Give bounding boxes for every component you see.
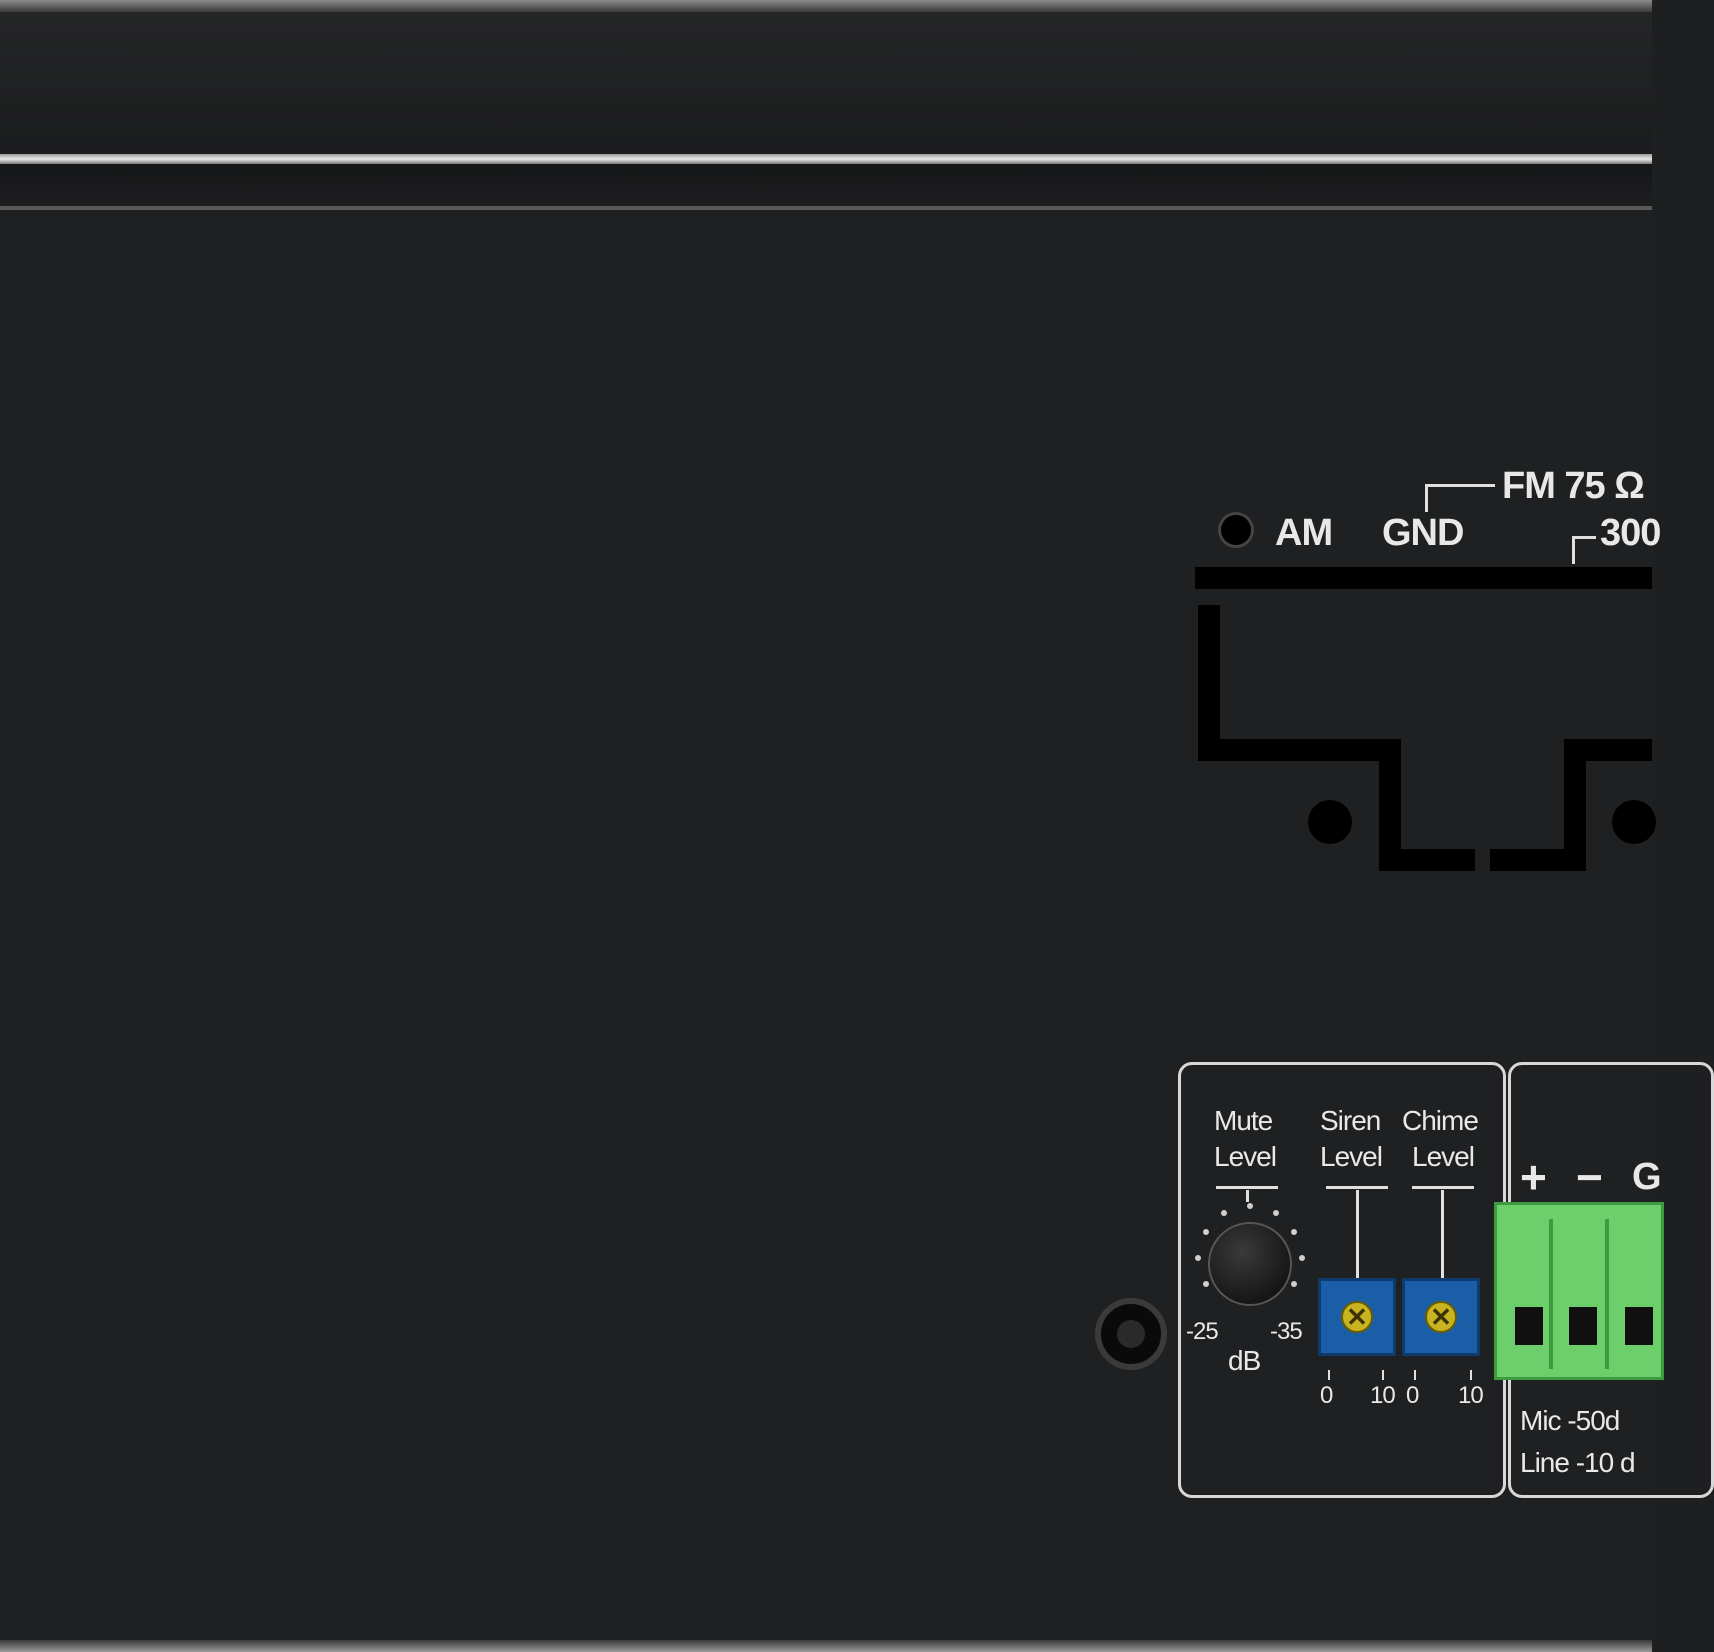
mic-sensitivity-label: Mic -50d bbox=[1520, 1405, 1620, 1436]
mute-db-high: -35 bbox=[1270, 1318, 1303, 1345]
chime-scale-max: 10 bbox=[1458, 1382, 1484, 1409]
antenna-screw-right bbox=[1612, 800, 1656, 844]
am-label: AM bbox=[1275, 512, 1333, 554]
terminal-divider-2 bbox=[1605, 1219, 1609, 1369]
siren-level-trimpot[interactable]: ✕ bbox=[1318, 1278, 1396, 1356]
siren-trimpot-screw: ✕ bbox=[1341, 1301, 1373, 1333]
siren-scale-min: 0 bbox=[1320, 1382, 1333, 1409]
fm-bracket-v bbox=[1425, 484, 1428, 512]
terminal-slot-minus[interactable] bbox=[1569, 1307, 1597, 1345]
chime-underline bbox=[1412, 1186, 1474, 1189]
rail-highlight bbox=[0, 154, 1652, 164]
terminal-divider-1 bbox=[1549, 1219, 1553, 1369]
mute-level-knob[interactable] bbox=[1208, 1222, 1292, 1306]
mute-underline bbox=[1216, 1186, 1278, 1189]
top-band bbox=[0, 12, 1652, 154]
mute-tick bbox=[1246, 1190, 1249, 1202]
chime-scale-min: 0 bbox=[1406, 1382, 1419, 1409]
mute-label: Mute bbox=[1214, 1105, 1273, 1136]
siren-tick-min bbox=[1328, 1370, 1330, 1380]
fm300-bracket-h bbox=[1572, 536, 1596, 539]
line-sensitivity-label: Line -10 d bbox=[1520, 1447, 1636, 1478]
chime-stem bbox=[1441, 1190, 1444, 1278]
terminal-slot-plus[interactable] bbox=[1515, 1307, 1543, 1345]
siren-label: Siren bbox=[1320, 1105, 1381, 1136]
terminal-g-label: G bbox=[1632, 1156, 1662, 1198]
chime-trimpot-screw: ✕ bbox=[1425, 1301, 1457, 1333]
siren-trimpot-slot-icon: ✕ bbox=[1346, 1302, 1368, 1332]
top-trim bbox=[0, 0, 1652, 12]
chime-level-trimpot[interactable]: ✕ bbox=[1402, 1278, 1480, 1356]
mute-db-low: -25 bbox=[1186, 1318, 1219, 1345]
rail-lower bbox=[0, 164, 1652, 210]
antenna-cutout bbox=[1195, 567, 1652, 871]
bottom-trim bbox=[0, 1640, 1652, 1652]
terminal-slot-ground[interactable] bbox=[1625, 1307, 1653, 1345]
mic-line-terminal-block[interactable] bbox=[1494, 1202, 1664, 1380]
mute-level-label: Level bbox=[1214, 1141, 1277, 1172]
siren-scale-max: 10 bbox=[1370, 1382, 1396, 1409]
terminal-minus-label: − bbox=[1576, 1151, 1603, 1203]
siren-tick-max bbox=[1382, 1370, 1384, 1380]
input-jack-center bbox=[1117, 1320, 1145, 1348]
siren-level-label: Level bbox=[1320, 1141, 1383, 1172]
fm-bracket-h bbox=[1425, 484, 1495, 487]
terminal-plus-label: + bbox=[1520, 1151, 1547, 1203]
chime-tick-max bbox=[1470, 1370, 1472, 1380]
fm-label: FM 75 Ω bbox=[1502, 465, 1645, 507]
chime-trimpot-slot-icon: ✕ bbox=[1430, 1302, 1452, 1332]
rail-edge bbox=[0, 206, 1652, 210]
siren-underline bbox=[1326, 1186, 1388, 1189]
mute-knob-dial bbox=[1195, 1203, 1305, 1287]
am-screw-hole bbox=[1218, 512, 1254, 548]
chime-tick-min bbox=[1414, 1370, 1416, 1380]
antenna-screw-left bbox=[1308, 800, 1352, 844]
gnd-label: GND bbox=[1382, 512, 1464, 554]
siren-stem bbox=[1356, 1190, 1359, 1278]
chime-label: Chime bbox=[1402, 1105, 1479, 1136]
chime-level-label: Level bbox=[1412, 1141, 1475, 1172]
fm300-label: 300 bbox=[1600, 512, 1661, 554]
fm300-bracket-v bbox=[1572, 538, 1575, 564]
mute-db-unit: dB bbox=[1228, 1345, 1261, 1376]
